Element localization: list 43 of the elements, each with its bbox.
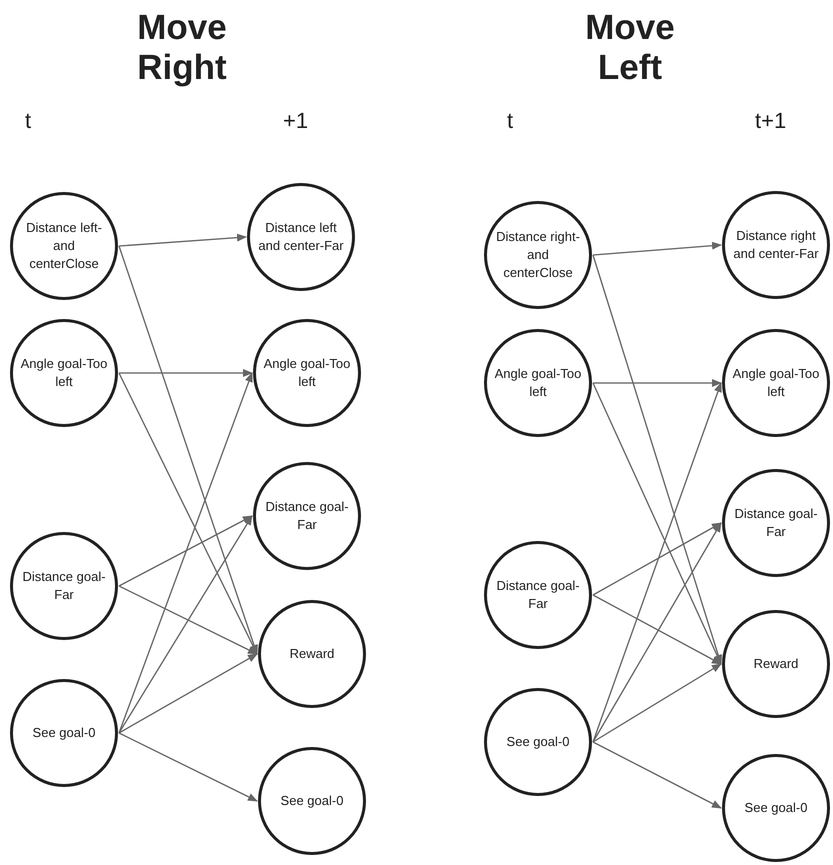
arrow xyxy=(118,372,253,734)
panel-title: Move Left xyxy=(584,8,676,88)
arrow xyxy=(118,234,247,247)
time-label: t xyxy=(507,108,514,134)
node-label: Distance left and center-Far xyxy=(257,219,345,255)
node-label: See goal-0 xyxy=(506,733,570,751)
arrow xyxy=(118,515,253,587)
arrow xyxy=(118,246,258,655)
arrow xyxy=(592,594,722,665)
node-label: Distance goal-Far xyxy=(733,505,819,541)
arrow xyxy=(118,585,258,655)
node-label: Distance goal-Far xyxy=(495,577,581,613)
node-label: Angle goal-Too left xyxy=(732,365,820,401)
arrow xyxy=(118,515,253,734)
arrow xyxy=(592,741,722,809)
time-label: t+1 xyxy=(755,108,786,134)
node-label: See goal-0 xyxy=(32,724,96,742)
node-label: Distance goal-Far xyxy=(21,568,107,604)
node-label: Distance right- and centerClose xyxy=(495,228,581,282)
arrow xyxy=(592,522,722,742)
arrow xyxy=(592,382,722,742)
arrow xyxy=(593,379,722,387)
node-label: Angle goal-Too left xyxy=(263,355,351,391)
arrow xyxy=(592,382,722,665)
arrow xyxy=(592,522,722,596)
node-label: See goal-0 xyxy=(280,792,344,810)
panel-title: Move Right xyxy=(136,8,228,88)
time-label: t xyxy=(25,108,32,134)
node-label: Angle goal-Too left xyxy=(494,365,582,401)
node-label: Distance right and center-Far xyxy=(732,227,820,263)
arrow xyxy=(118,653,258,734)
arrow xyxy=(592,242,722,256)
arrow xyxy=(118,372,258,655)
node-label: Reward xyxy=(752,655,800,673)
node-label: Distance left- and centerClose xyxy=(25,219,103,273)
node-label: Reward xyxy=(288,645,336,663)
node-label: See goal-0 xyxy=(744,799,808,817)
node-label: Angle goal-Too left xyxy=(20,355,108,391)
time-label: +1 xyxy=(283,108,308,134)
node-label: Distance goal-Far xyxy=(264,498,350,534)
arrow xyxy=(118,732,258,802)
arrow xyxy=(592,663,722,743)
arrow xyxy=(119,369,253,377)
